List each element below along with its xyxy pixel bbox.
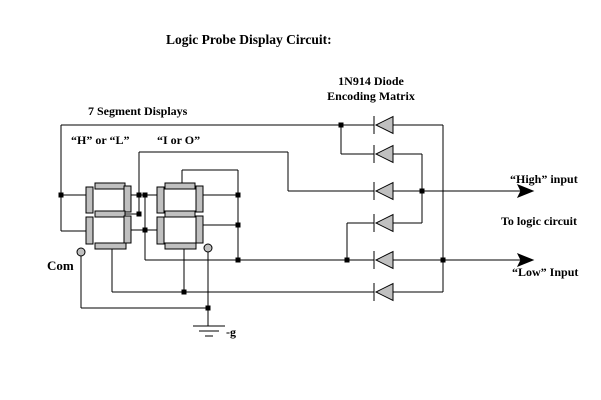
wire-net-top xyxy=(60,124,374,232)
seven-segment-display-left xyxy=(85,182,132,250)
segment-bottom-left xyxy=(85,216,94,245)
label-low-input: “Low” Input xyxy=(512,265,579,279)
segment-top xyxy=(164,182,196,190)
diode-1-icon xyxy=(373,115,394,135)
seven-segment-display-right xyxy=(156,182,204,250)
label-to-logic-circuit: To logic circuit xyxy=(501,214,577,228)
segment-top-right xyxy=(123,185,132,213)
segment-top xyxy=(94,182,126,190)
label-right-display: “I or O” xyxy=(157,133,201,147)
wire-net-right-display xyxy=(181,169,239,260)
label-diode-matrix-line2: Encoding Matrix xyxy=(327,89,415,103)
segment-top-right xyxy=(195,185,204,213)
segment-top-left xyxy=(85,186,94,214)
wire-net-matrix-right xyxy=(393,124,521,293)
diode-6-icon xyxy=(373,282,394,302)
label-com: Com xyxy=(47,258,74,273)
com-pin-right-icon xyxy=(203,243,213,253)
arrow-high-input-icon xyxy=(516,184,535,198)
diode-5-icon xyxy=(373,250,394,270)
label-high-input: “High” input xyxy=(510,172,578,186)
wire-net-bottom xyxy=(111,249,374,293)
label-left-display: “H” or “L” xyxy=(71,133,130,147)
diode-3-icon xyxy=(373,181,394,201)
segment-top-left xyxy=(156,186,165,214)
segment-bottom-right xyxy=(195,215,204,244)
wire-net-ground xyxy=(80,252,209,326)
junction-dots xyxy=(58,122,446,311)
arrow-low-input-icon xyxy=(516,253,535,267)
label-seven-segment-displays: 7 Segment Displays xyxy=(88,104,188,118)
segment-bottom-left xyxy=(156,216,165,245)
ground-symbol-icon xyxy=(193,325,225,337)
segment-bottom-right xyxy=(123,215,132,244)
label-diode-matrix-line1: 1N914 Diode xyxy=(338,74,404,88)
diode-4-icon xyxy=(373,213,394,233)
segment-bottom xyxy=(164,242,197,250)
diode-2-icon xyxy=(373,144,394,164)
com-pin-left-icon xyxy=(76,247,86,257)
segment-bottom xyxy=(94,242,127,250)
segment-middle xyxy=(164,210,196,218)
page-title: Logic Probe Display Circuit: xyxy=(166,32,332,47)
segment-middle xyxy=(94,210,126,218)
label-ground: -g xyxy=(226,325,236,339)
